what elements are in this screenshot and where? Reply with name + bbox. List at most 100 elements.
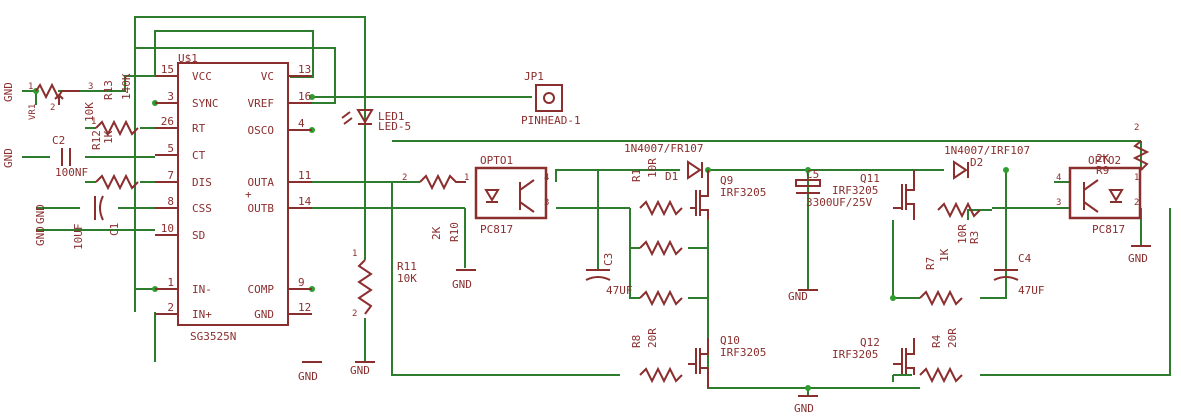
vr1-pot[interactable]: GND VR1 1 2 3 10K R13 140K <box>2 73 133 122</box>
svg-text:GND: GND <box>788 290 808 303</box>
ic-pin-number: 11 <box>298 169 311 182</box>
r9-resistor[interactable]: 2K R9 2 <box>1096 123 1150 177</box>
ic-pin-number: 14 <box>298 195 312 208</box>
c3-capacitor[interactable]: C3 47UF <box>585 253 633 297</box>
ic-pin-label: SYNC <box>192 97 219 110</box>
d1-diode[interactable]: 1N4007/FR107 D1 <box>624 142 703 183</box>
svg-text:C2: C2 <box>52 134 65 147</box>
ic-pin-label: OUTA <box>248 176 275 189</box>
ic-pin-label: RT <box>192 122 206 135</box>
svg-text:20R: 20R <box>946 328 959 348</box>
svg-text:Q12: Q12 <box>860 336 880 349</box>
svg-text:IRF3205: IRF3205 <box>832 348 878 361</box>
opto2[interactable]: OPTO2 PC817 4 3 1 2 <box>1056 154 1142 236</box>
svg-text:JP1: JP1 <box>524 70 544 83</box>
svg-text:R11: R11 <box>397 260 417 273</box>
svg-text:2: 2 <box>50 103 55 113</box>
svg-text:47UF: 47UF <box>606 284 633 297</box>
wires <box>22 16 1171 396</box>
r11-resistor[interactable]: R11 10K 1 2 <box>352 249 417 319</box>
svg-text:10R: 10R <box>956 224 969 244</box>
ic-pin-number: 7 <box>167 169 174 182</box>
q11-mosfet[interactable]: Q11 IRF3205 <box>832 170 915 220</box>
svg-text:1: 1 <box>464 173 469 183</box>
svg-text:+: + <box>245 188 252 201</box>
svg-text:R13: R13 <box>102 80 115 100</box>
svg-text:C1: C1 <box>108 223 121 236</box>
ic-pin-number: 13 <box>298 63 311 76</box>
jp1-pinheader[interactable]: JP1 PINHEAD-1 <box>521 70 581 127</box>
ic-pin-label: GND <box>254 308 274 321</box>
c5-capacitor[interactable]: C5 3300UF/25V <box>795 168 873 209</box>
svg-text:PINHEAD-1: PINHEAD-1 <box>521 114 581 127</box>
svg-text:VR1: VR1 <box>28 104 38 120</box>
r4-resistor[interactable]: R4 20R <box>919 328 963 384</box>
ic-sg3525[interactable]: U$1 SG3525N + 15VCC3SYNC26RT5CT7DIS8CSS1… <box>155 52 312 343</box>
svg-text:GND: GND <box>794 402 814 415</box>
ic-pin-number: 12 <box>298 301 311 314</box>
svg-text:IRF3205: IRF3205 <box>720 346 766 359</box>
svg-text:GND: GND <box>2 82 15 102</box>
junctions <box>33 88 1009 391</box>
opto1[interactable]: OPTO1 PC817 2K R10 2 1 4 3 <box>402 154 549 242</box>
q9-mosfet[interactable]: Q9 IRF3205 <box>690 170 766 220</box>
svg-text:R7: R7 <box>924 257 937 270</box>
ic-pin-label: CT <box>192 149 206 162</box>
svg-text:GND: GND <box>298 370 318 383</box>
svg-text:D1: D1 <box>665 170 678 183</box>
svg-text:1: 1 <box>28 82 33 92</box>
ic-pin-label: VCC <box>192 70 212 83</box>
c2-capacitor[interactable]: GND C2 100NF <box>2 134 88 179</box>
r1-resistor[interactable]: R1 10R <box>630 158 683 217</box>
r-gate-left-2[interactable] <box>639 239 683 257</box>
svg-text:R1: R1 <box>630 169 643 182</box>
ic-pin-number: 15 <box>161 63 174 76</box>
svg-text:GND: GND <box>34 226 47 246</box>
svg-text:140K: 140K <box>120 73 133 100</box>
ic-pin-label: IN- <box>192 283 212 296</box>
svg-text:100NF: 100NF <box>55 166 88 179</box>
svg-text:2K: 2K <box>430 226 443 240</box>
r-gate-left-3[interactable] <box>639 289 683 307</box>
svg-text:R12: R12 <box>90 130 103 150</box>
ic-pin-label: IN+ <box>192 308 212 321</box>
r8-resistor[interactable]: R8 20R <box>630 328 683 384</box>
svg-text:2K: 2K <box>1096 152 1110 165</box>
ic-pin-label: CSS <box>192 202 212 215</box>
svg-text:3300UF/25V: 3300UF/25V <box>806 196 873 209</box>
svg-text:1N4007/IRF107: 1N4007/IRF107 <box>944 144 1030 157</box>
q12-mosfet[interactable]: Q12 IRF3205 <box>832 336 915 375</box>
r3-resistor[interactable]: 10R R3 <box>937 201 981 244</box>
d2-diode[interactable]: 1N4007/IRF107 D2 <box>944 144 1030 180</box>
svg-text:PC817: PC817 <box>480 223 513 236</box>
r-gate-right-3[interactable] <box>919 289 963 307</box>
svg-text:R8: R8 <box>630 335 643 348</box>
svg-text:GND: GND <box>2 148 15 168</box>
svg-text:R3: R3 <box>968 231 981 244</box>
r7-resistor[interactable]: R7 1K <box>924 248 951 270</box>
led1[interactable]: LED1 LED-5 <box>341 109 411 133</box>
svg-text:3: 3 <box>544 198 549 208</box>
ic-pin-number: 2 <box>167 301 174 314</box>
svg-text:R9: R9 <box>1096 164 1109 177</box>
ic-pin-number: 3 <box>167 90 174 103</box>
svg-text:4: 4 <box>1056 173 1061 183</box>
svg-text:Q10: Q10 <box>720 334 740 347</box>
r12-resistor[interactable]: R12 1K 1 <box>90 117 139 150</box>
svg-text:47UF: 47UF <box>1018 284 1045 297</box>
ic-pin-label: VC <box>261 70 274 83</box>
c4-capacitor[interactable]: C4 47UF <box>993 252 1045 297</box>
svg-text:R4: R4 <box>930 334 943 348</box>
q10-mosfet[interactable]: Q10 IRF3205 <box>688 334 766 388</box>
svg-text:2: 2 <box>352 309 357 319</box>
ic-pin-label: DIS <box>192 176 212 189</box>
svg-text:3: 3 <box>88 82 93 92</box>
svg-text:2: 2 <box>1134 198 1139 208</box>
c1-capacitor[interactable]: GND GND 10UF C1 <box>34 195 121 251</box>
svg-text:1: 1 <box>352 249 357 259</box>
svg-text:10UF: 10UF <box>72 224 85 251</box>
ic-pin-number: 1 <box>167 276 174 289</box>
r-dis[interactable] <box>95 173 139 191</box>
svg-text:U$1: U$1 <box>178 52 198 65</box>
svg-text:LED1: LED1 <box>378 110 405 123</box>
